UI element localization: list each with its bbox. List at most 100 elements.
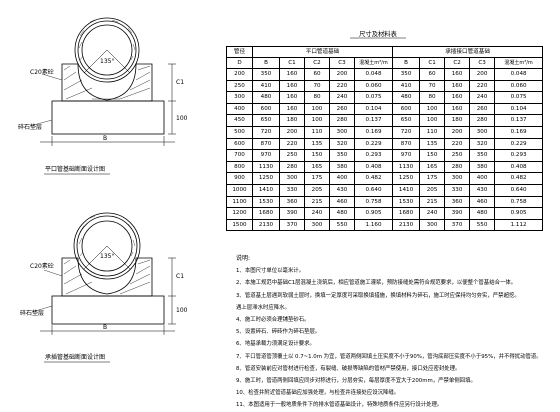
table-cell: 460 — [469, 195, 496, 209]
table-cell: 300 — [226, 91, 253, 104]
sub-header-cell: C3 — [469, 57, 496, 69]
table-cell: 350 — [392, 68, 421, 81]
top-pipe-hatch — [78, 19, 136, 61]
note-item: 10、检查井附近管道基础应加强处理，与检查井连接处应设沉降缝。 — [236, 390, 400, 397]
table-cell: 480 — [252, 91, 280, 104]
table-cell: 280 — [329, 114, 355, 127]
table-cell: 200 — [469, 68, 496, 81]
sub-header-cell: B — [392, 57, 421, 69]
table-cell: 220 — [444, 137, 471, 151]
table-cell: 1530 — [252, 195, 280, 209]
table-cell: 360 — [444, 195, 471, 209]
table-cell: 200 — [279, 125, 305, 139]
table-cell: 1500 — [226, 218, 253, 232]
sub-header-cell: C2 — [304, 57, 330, 69]
top-dim-100: 100 — [176, 115, 188, 122]
table-cell: 1.160 — [353, 218, 394, 232]
table-cell: 330 — [279, 183, 305, 197]
table-cell: 160 — [444, 79, 471, 93]
table-cell: 300 — [469, 125, 496, 139]
sub-header-cell: 混凝土m³/m — [353, 57, 394, 69]
table-cell: 110 — [304, 125, 330, 139]
table-cell: 60 — [419, 68, 446, 81]
note-item: 1、本图尺寸单位以毫米计。 — [236, 268, 305, 275]
table-cell: 390 — [279, 207, 305, 220]
top-gravel-label: 碎石垫层 — [18, 123, 42, 131]
header-d: D — [226, 57, 253, 69]
table-cell: 300 — [279, 172, 305, 185]
table-cell: 400 — [329, 172, 355, 185]
table-cell: 350 — [329, 149, 355, 162]
table-cell: 135 — [419, 137, 446, 151]
sub-header-cell: B — [252, 57, 280, 69]
top-section-drawing — [29, 17, 176, 175]
table-cell: 410 — [252, 79, 280, 93]
table-cell: 0.905 — [353, 207, 394, 220]
table-cell: 100 — [304, 114, 330, 127]
table-cell: 160 — [279, 102, 305, 116]
top-pipe-mid — [77, 20, 137, 80]
table-cell: 0.229 — [494, 137, 544, 151]
table-cell: 1680 — [392, 207, 421, 220]
table-cell: 0.229 — [353, 137, 394, 151]
bottom-caption: 承插管基础断面设计图 — [45, 353, 105, 361]
note-item: 6、地基承载力须满足设计要求。 — [236, 341, 315, 348]
table-cell: 220 — [469, 79, 496, 93]
table-cell: 0.640 — [494, 183, 544, 197]
table-cell: 165 — [304, 160, 330, 174]
table-cell: 380 — [329, 160, 355, 174]
table-cell: 220 — [329, 79, 355, 93]
note-item: 4、施工时必须合理铺垫砂石。 — [236, 317, 310, 324]
table-cell: 175 — [304, 172, 330, 185]
top-gravel-layer — [51, 100, 165, 135]
table-cell: 500 — [226, 125, 253, 139]
table-cell: 0.758 — [494, 195, 544, 209]
table-cell: 205 — [304, 183, 330, 197]
table-cell: 0.060 — [353, 79, 394, 93]
bottom-pipe-inner — [81, 220, 133, 272]
table-cell: 220 — [279, 137, 305, 151]
table-cell: 2130 — [392, 218, 421, 232]
header-group-socket: 承插接口管道基础 — [392, 46, 544, 58]
table-cell: 0.137 — [494, 114, 544, 127]
bottom-pipe-outer — [73, 212, 141, 280]
bottom-dim-100: 100 — [176, 307, 188, 314]
table-cell: 970 — [392, 149, 421, 162]
table-cell: 870 — [252, 137, 280, 151]
table-cell: 700 — [226, 149, 253, 162]
table-title: 尺寸及材料表 — [359, 31, 397, 38]
bottom-gravel-layer — [51, 295, 165, 325]
table-cell: 0.137 — [353, 114, 394, 127]
table-cell: 100 — [419, 114, 446, 127]
table-cell: 370 — [279, 218, 305, 232]
notes-list: 1、本图尺寸单位以毫米计。2、本施工规范中基础C1层混凝土浇筑后，相应管道施工灌… — [236, 265, 556, 411]
table-cell: 280 — [469, 114, 496, 127]
bottom-pipe-hatch — [78, 215, 136, 257]
table-cell: 390 — [444, 207, 471, 220]
top-dim-b: B — [103, 135, 107, 142]
table-cell: 135 — [304, 137, 330, 151]
top-c20-label: C20素砼 — [30, 68, 54, 76]
table-cell: 320 — [329, 137, 355, 151]
top-pipe-outer — [74, 17, 140, 83]
table-cell: 280 — [444, 160, 471, 174]
table-cell: 650 — [252, 114, 280, 127]
bottom-concrete-haunch — [61, 257, 153, 297]
note-item: 3、管道基土层遇到软弱土层时，换填一定厚度可采取换填措施，换填材料为碎石，施工时… — [236, 292, 520, 299]
table-cell: 800 — [226, 160, 253, 174]
table-cell: 720 — [252, 125, 280, 139]
table-cell: 200 — [329, 68, 355, 81]
table-cell: 240 — [304, 207, 330, 220]
table-cell: 1250 — [252, 172, 280, 185]
table-cell: 0.169 — [353, 125, 394, 139]
table-cell: 380 — [469, 160, 496, 174]
table-cell: 160 — [279, 91, 305, 104]
